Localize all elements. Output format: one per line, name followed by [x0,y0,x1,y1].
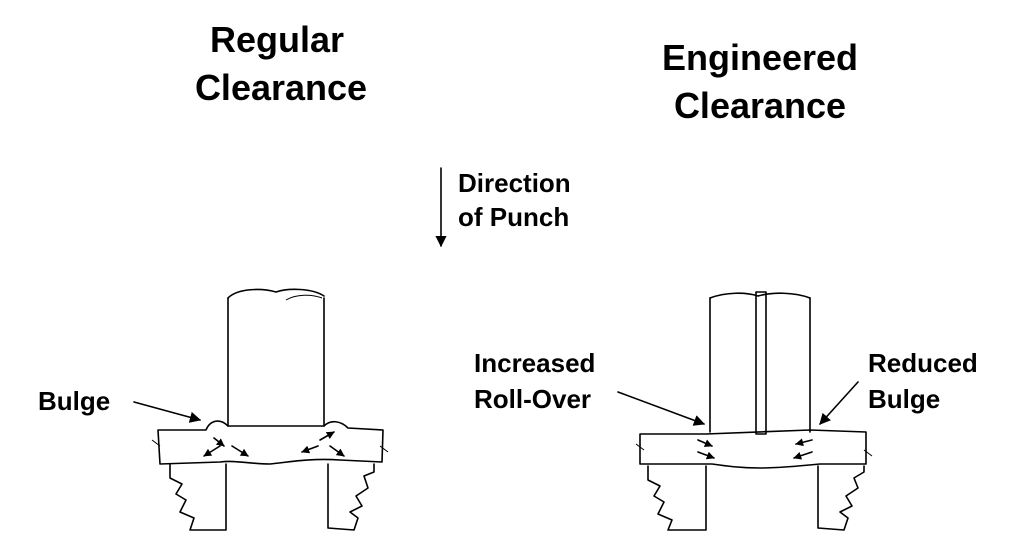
right-title-line1: Engineered [662,37,858,78]
left-title-line2: Clearance [195,67,367,108]
right-flow-arrow-icon [697,451,715,460]
right-sheet [639,429,867,469]
left-flow-arrow-icon [213,437,225,447]
left-flow-arrow-icon [231,445,249,457]
reduced-bulge-label-line1: Reduced [868,348,978,378]
right-flow-arrow-icon [697,439,713,447]
left-sheet [157,420,384,465]
increased-rollover-label-line2: Roll-Over [474,384,591,414]
left-die-left [169,463,227,531]
right-punch [709,297,811,433]
right-punch-assembly [635,291,873,531]
left-flow-arrow-icon [319,431,335,441]
right-flow-arrow-icon [793,451,813,460]
bulge-label: Bulge [38,386,110,416]
left-punch [227,297,325,427]
left-flow-arrow-icon [329,445,345,457]
rollover-arrow-icon [617,391,706,426]
right-die-left [647,465,707,531]
left-title-line1: Regular [210,19,344,60]
reduced-bulge-arrow-icon [819,381,859,425]
left-punch-assembly [151,288,389,531]
direction-label-line2: of Punch [458,202,569,232]
left-die-right [327,463,375,531]
left-flow-arrow-icon [203,445,221,457]
right-flow-arrow-icon [795,438,813,447]
increased-rollover-label-line1: Increased [474,348,595,378]
bulge-arrow-icon [133,401,202,423]
right-title-line2: Clearance [674,85,846,126]
left-flow-arrow-icon [301,445,319,454]
right-punch-shim [755,291,767,435]
reduced-bulge-label-line2: Bulge [868,384,940,414]
right-die-right [817,465,865,531]
direction-label-line1: Direction [458,168,571,198]
